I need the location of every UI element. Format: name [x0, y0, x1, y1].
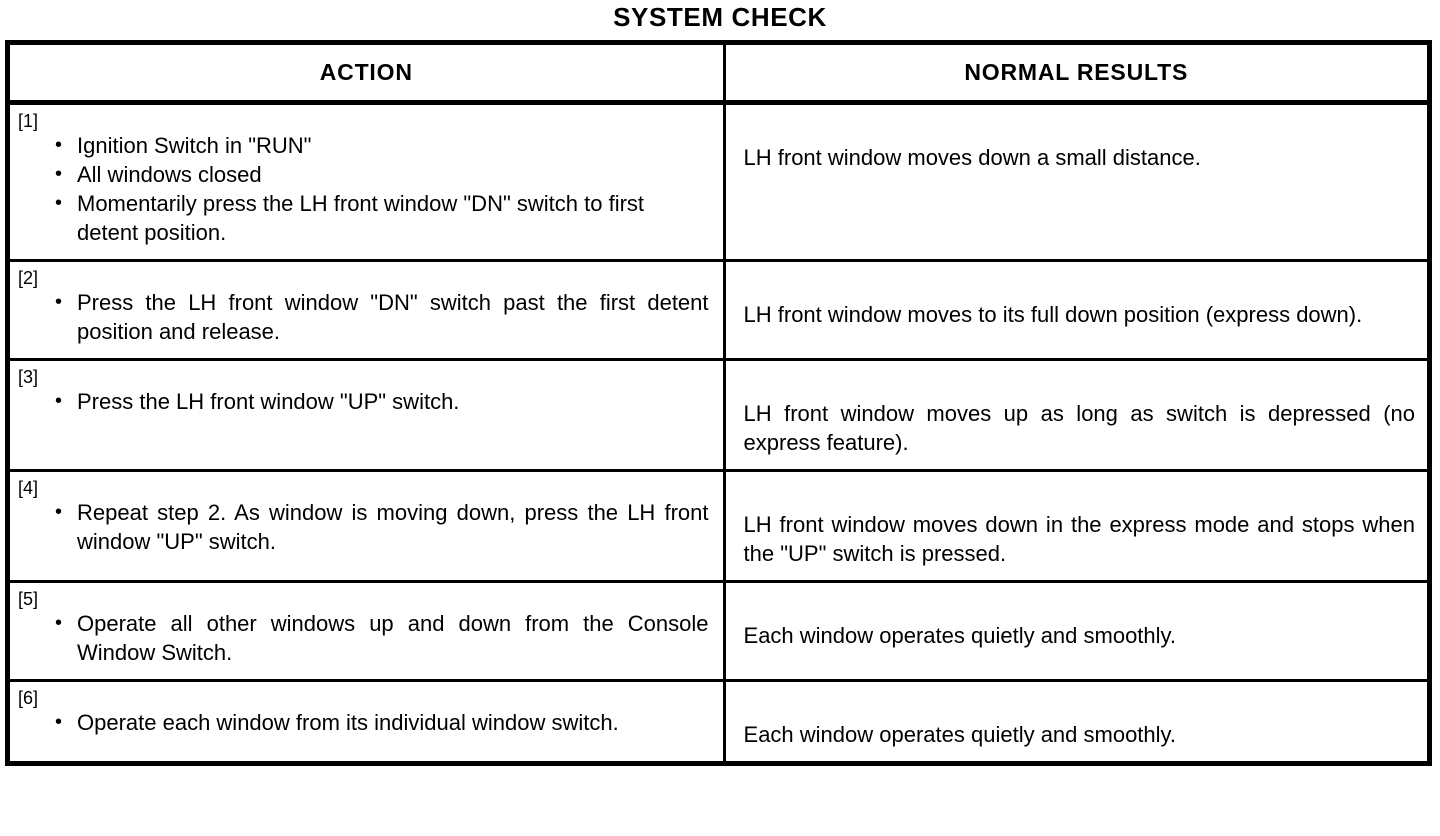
action-step-text: Momentarily press the LH front window "D…	[77, 191, 645, 245]
normal-result-text: Each window operates quietly and smoothl…	[743, 722, 1177, 747]
action-cell: [4] • Repeat step 2. As window is moving d…	[7, 469, 726, 582]
table-row: [1] • Ignition Switch in "RUN" • All windows…	[7, 102, 1430, 261]
action-cell: [3] • Press the LH front window "UP" switc…	[7, 358, 726, 471]
action-step-item: • Ignition Switch in "RUN"	[55, 131, 709, 160]
action-step-item: • Momentarily press the LH front window "…	[55, 189, 709, 247]
step-number: [1]	[18, 111, 39, 131]
step-number: [5]	[18, 589, 39, 609]
action-step-item: • All windows closed	[55, 160, 709, 189]
normal-result-cell: Each window operates quietly and smoothl…	[724, 580, 1430, 681]
table-header: ACTION NORMAL RESULTS	[7, 42, 1430, 105]
system-check-table: ACTION NORMAL RESULTS [1] • Ignition Switc…	[5, 40, 1432, 766]
action-cell: [1] • Ignition Switch in "RUN" • All windows…	[7, 102, 726, 261]
action-step-text: Repeat step 2. As window is moving down,…	[77, 500, 709, 554]
bullet-icon: •	[55, 134, 63, 156]
step-number: [6]	[18, 688, 39, 708]
action-step-list: • Repeat step 2. As window is moving down…	[10, 498, 723, 568]
table-row: [2] • Press the LH front window "DN" switc…	[7, 259, 1430, 360]
normal-result-cell: LH front window moves up as long as swit…	[724, 358, 1430, 471]
bullet-icon: •	[55, 192, 63, 214]
normal-result-cell: Each window operates quietly and smoothl…	[724, 679, 1430, 764]
step-number: [4]	[18, 478, 39, 498]
normal-result-cell: LH front window moves to its full down p…	[724, 259, 1430, 360]
column-header-action: ACTION	[7, 42, 726, 105]
action-step-text: Operate all other windows up and down fr…	[77, 611, 709, 665]
action-step-list: • Operate each window from its individual…	[10, 708, 723, 749]
action-step-text: Press the LH front window "UP" switch.	[77, 389, 460, 414]
step-number: [3]	[18, 367, 39, 387]
action-step-item: • Operate each window from its individual…	[55, 708, 709, 737]
action-step-item: • Press the LH front window "UP" switch.	[55, 387, 709, 416]
bullet-icon: •	[55, 501, 63, 523]
action-step-item: • Press the LH front window "DN" switch p…	[55, 288, 709, 346]
action-step-list: • Ignition Switch in "RUN" • All windows cl…	[10, 131, 723, 259]
action-step-text: All windows closed	[77, 162, 262, 187]
normal-result-text: LH front window moves down in the expres…	[743, 512, 1415, 566]
normal-result-text: LH front window moves down a small dista…	[743, 145, 1201, 170]
action-step-item: • Repeat step 2. As window is moving down…	[55, 498, 709, 556]
table-row: [3] • Press the LH front window "UP" switc…	[7, 358, 1430, 471]
normal-result-text: Each window operates quietly and smoothl…	[743, 623, 1177, 648]
action-step-text: Operate each window from its individual …	[77, 710, 619, 735]
bullet-icon: •	[55, 711, 63, 733]
action-cell: [6] • Operate each window from its individ…	[7, 679, 726, 764]
action-step-text: Press the LH front window "DN" switch pa…	[77, 290, 709, 344]
table-row: [6] • Operate each window from its individ…	[7, 679, 1430, 764]
bullet-icon: •	[55, 390, 63, 412]
bullet-icon: •	[55, 163, 63, 185]
page-title: SYSTEM CHECK	[613, 2, 827, 32]
action-step-list: • Operate all other windows up and down f…	[10, 609, 723, 679]
normal-result-cell: LH front window moves down in the expres…	[724, 469, 1430, 582]
column-header-normal-results: NORMAL RESULTS	[724, 42, 1430, 105]
action-step-text: Ignition Switch in "RUN"	[77, 133, 312, 158]
table-body: [1] • Ignition Switch in "RUN" • All windows…	[7, 102, 1430, 764]
action-cell: [2] • Press the LH front window "DN" switc…	[7, 259, 726, 360]
bullet-icon: •	[55, 291, 63, 313]
step-number: [2]	[18, 268, 39, 288]
action-step-list: • Press the LH front window "DN" switch p…	[10, 288, 723, 358]
normal-result-text: LH front window moves to its full down p…	[743, 302, 1363, 327]
normal-result-cell: LH front window moves down a small dista…	[724, 103, 1429, 261]
action-step-list: • Press the LH front window "UP" switch.	[10, 387, 723, 428]
normal-result-text: LH front window moves up as long as swit…	[743, 401, 1415, 455]
table-row: [4] • Repeat step 2. As window is moving d…	[7, 469, 1430, 582]
bullet-icon: •	[55, 612, 63, 634]
header-row: ACTION NORMAL RESULTS	[7, 42, 1430, 105]
action-cell: [5] • Operate all other windows up and dow…	[7, 580, 726, 681]
table-row: [5] • Operate all other windows up and dow…	[7, 580, 1430, 681]
action-step-item: • Operate all other windows up and down f…	[55, 609, 709, 667]
